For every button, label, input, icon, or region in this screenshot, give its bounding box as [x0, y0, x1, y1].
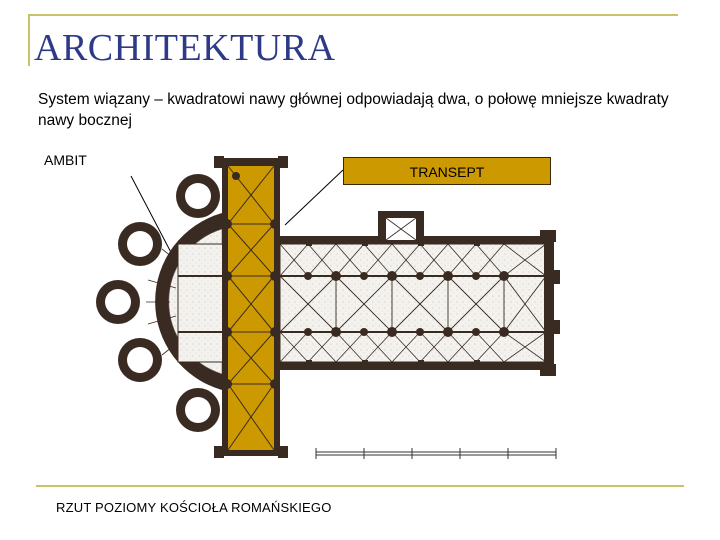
- transept-leader-line: [284, 169, 344, 226]
- slide-caption: RZUT POZIOMY KOŚCIOŁA ROMAŃSKIEGO: [56, 500, 332, 515]
- transept-label: TRANSEPT: [343, 157, 551, 185]
- aisle-vaults: [279, 243, 547, 363]
- nave-vaults: [279, 275, 547, 333]
- left-accent-line: [28, 14, 30, 66]
- piers: [304, 236, 509, 370]
- choir-floor: [177, 243, 225, 363]
- slide-title: ARCHITEKTURA: [34, 27, 336, 69]
- transept-fill: [228, 166, 274, 450]
- slide-subtitle: System wiązany – kwadratowi nawy głównej…: [38, 91, 669, 129]
- bottom-accent-line: [36, 485, 684, 487]
- scale-bar: [315, 448, 557, 459]
- ambit-label: AMBIT: [44, 152, 87, 168]
- top-accent-line: [28, 14, 678, 16]
- ambit-leader-line: [130, 175, 177, 263]
